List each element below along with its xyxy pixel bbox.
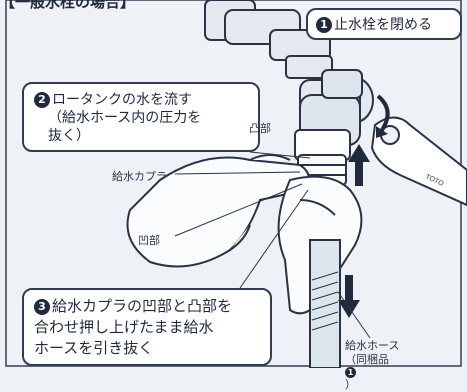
- water-hose-label-line-1: 給水ホース: [345, 339, 400, 352]
- step-2-line-1: ロータンクの水を流す: [52, 92, 192, 108]
- step-2-line-2: （給水ホース内の圧力を: [48, 110, 202, 126]
- concave-part-label: 凹部: [138, 234, 160, 247]
- step-number-badge: 2: [34, 92, 50, 108]
- leader-lines: [174, 151, 371, 339]
- water-hose: [309, 239, 341, 368]
- step-3-line-2: 合わせ押し上げたまま給水: [34, 318, 214, 336]
- convex-part-label: 凸部: [249, 122, 271, 135]
- push-up-arrow: [348, 144, 370, 186]
- step-3-line-1: 給水カプラの凹部と凸部を: [52, 297, 233, 315]
- close-rotation-arrowhead: [376, 126, 388, 138]
- hand-right: [126, 154, 310, 268]
- step-number-badge: 3: [34, 299, 50, 315]
- included-part-badge: 1: [345, 367, 356, 378]
- step-2-line-3: 抜く）: [48, 128, 90, 144]
- section-title: 【一般水栓の場合】: [0, 0, 136, 11]
- water-coupler: [294, 129, 351, 186]
- pull-down-arrow: [338, 275, 360, 318]
- step-number-badge: 1: [316, 17, 332, 33]
- step-1-text: 止水栓を閉める: [334, 17, 432, 33]
- water-coupler-label: 給水カプラ: [112, 170, 167, 183]
- close-rotation-arrow: [376, 94, 390, 132]
- step-3-line-3: ホースを引き抜く: [34, 339, 154, 357]
